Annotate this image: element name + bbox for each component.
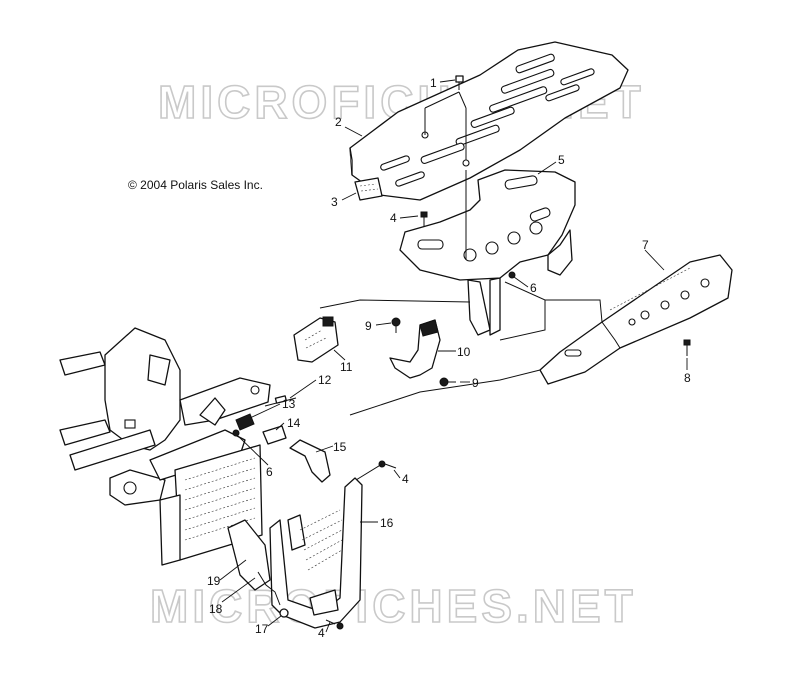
callout-7: 7 bbox=[642, 238, 649, 252]
main-frame bbox=[59, 327, 271, 566]
tail-light-11 bbox=[293, 316, 339, 363]
pin-12 bbox=[264, 395, 297, 407]
plate-3 bbox=[354, 177, 383, 201]
callout-4a: 4 bbox=[390, 211, 397, 225]
wire-18 bbox=[257, 571, 281, 606]
callout-18: 18 bbox=[209, 602, 223, 616]
callout-leaders bbox=[219, 79, 688, 633]
callout-1: 1 bbox=[430, 76, 437, 90]
callout-6a: 6 bbox=[530, 281, 537, 295]
callout-9a: 9 bbox=[365, 319, 372, 333]
nut-6b bbox=[232, 429, 240, 437]
bolt-4c bbox=[325, 619, 344, 630]
strap-15 bbox=[289, 439, 331, 483]
callout-12: 12 bbox=[318, 373, 332, 387]
copyright-notice: © 2004 Polaris Sales Inc. bbox=[128, 178, 263, 192]
explode-line-4b bbox=[355, 463, 383, 481]
guard-16 bbox=[269, 477, 363, 629]
callout-8: 8 bbox=[684, 371, 691, 385]
callout-6b: 6 bbox=[266, 465, 273, 479]
explode-line-1c bbox=[458, 91, 467, 109]
rear-bumper-7 bbox=[539, 254, 733, 385]
callout-5: 5 bbox=[558, 153, 565, 167]
bolt-1 bbox=[455, 75, 464, 90]
callout-16: 16 bbox=[380, 516, 394, 530]
callout-17: 17 bbox=[255, 622, 269, 636]
assembly-outline bbox=[319, 281, 603, 416]
callout-10: 10 bbox=[457, 345, 471, 359]
bolt-8 bbox=[683, 339, 691, 356]
callout-3: 3 bbox=[331, 195, 338, 209]
nut-6a bbox=[508, 271, 516, 279]
clip-13 bbox=[235, 413, 255, 431]
bracket-19 bbox=[227, 519, 271, 591]
bolt-9b bbox=[439, 377, 456, 387]
callout-15: 15 bbox=[333, 440, 347, 454]
watermark-bottom: MICROFICHES.NET bbox=[150, 580, 637, 632]
callout-4c: 4 bbox=[318, 626, 325, 640]
rear-rack bbox=[349, 41, 629, 201]
callout-labels: 1 2 3 4 5 6 7 8 9 10 11 9 12 13 14 6 15 … bbox=[207, 76, 691, 640]
bolt-9a bbox=[391, 317, 401, 333]
callout-19: 19 bbox=[207, 574, 221, 588]
rack-support-5 bbox=[399, 169, 576, 336]
nut-17 bbox=[279, 608, 289, 618]
callout-13: 13 bbox=[282, 397, 296, 411]
callout-9b: 9 bbox=[472, 376, 479, 390]
callout-4b: 4 bbox=[402, 472, 409, 486]
bracket-10 bbox=[389, 319, 441, 379]
bolt-4a bbox=[420, 211, 428, 226]
connector-14 bbox=[262, 425, 287, 445]
callout-2: 2 bbox=[335, 115, 342, 129]
explode-line-1 bbox=[424, 91, 460, 109]
callout-11: 11 bbox=[340, 360, 353, 374]
callout-14: 14 bbox=[287, 416, 301, 430]
